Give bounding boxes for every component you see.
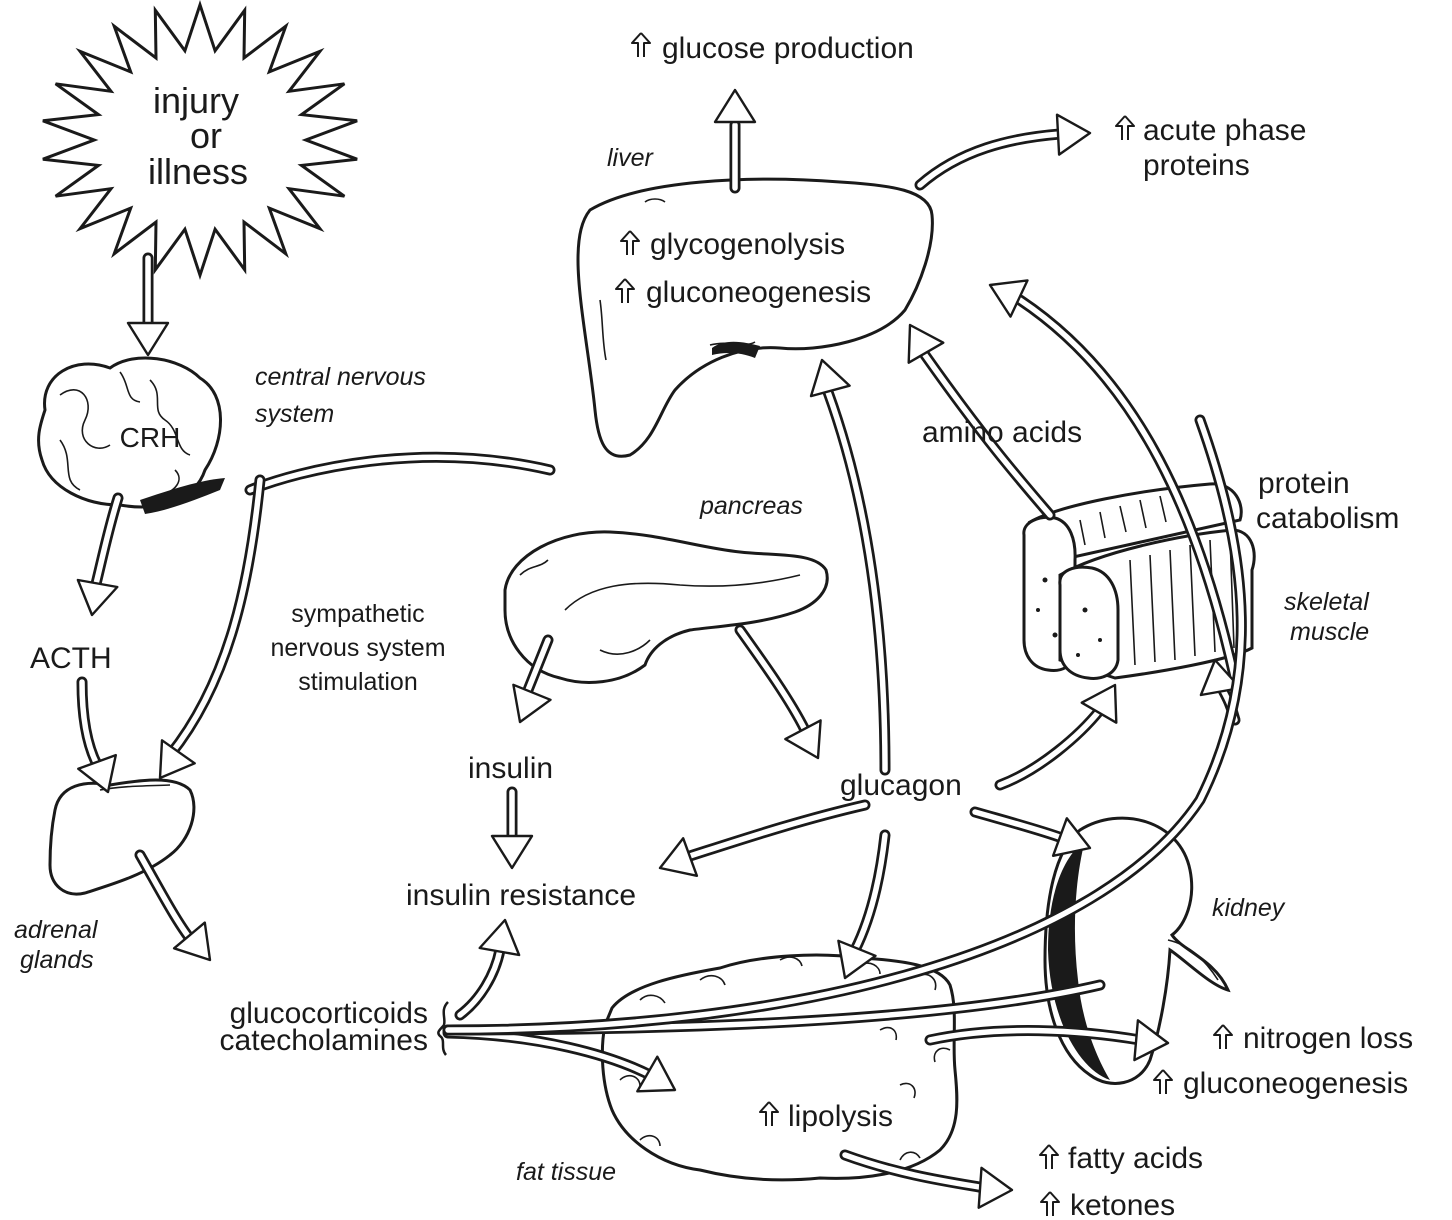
pancreas-caption: pancreas	[699, 492, 803, 520]
arrow-glucagon-to-resistance	[660, 805, 865, 876]
insulin-label: insulin	[468, 752, 553, 785]
glucagon-label: glucagon	[840, 769, 962, 802]
sns-label-line-3: stimulation	[298, 668, 418, 696]
liver-caption: liver	[607, 144, 655, 172]
lipolysis-label: lipolysis	[788, 1100, 893, 1133]
acute-phase-label-line-2: proteins	[1143, 149, 1250, 182]
arrow-insulin-to-resistance	[492, 792, 532, 868]
arrow-acth-to-adrenal	[78, 682, 116, 792]
fat-tissue-caption: fat tissue	[516, 1158, 616, 1186]
cns-caption-line-1: central nervous	[255, 363, 426, 391]
arrow-glucagon-to-muscle	[1000, 685, 1116, 785]
arrow-adrenal-to-hormones	[140, 855, 210, 960]
liver-illustration	[578, 179, 932, 456]
trigger-line-3: illness	[148, 151, 248, 192]
amino-acids-label: amino acids	[922, 416, 1082, 449]
pancreas-illustration	[505, 532, 827, 683]
arrow-injury-to-brain	[128, 258, 168, 355]
kidney-gluconeogenesis-label: gluconeogenesis	[1183, 1067, 1408, 1100]
catecholamines-label: catecholamines	[220, 1024, 428, 1057]
nitrogen-loss-up-icon	[1214, 1025, 1232, 1049]
glycogenolysis-label: glycogenolysis	[650, 228, 845, 261]
arrow-glucose-production	[715, 90, 755, 188]
cns-caption-line-2: system	[255, 400, 334, 428]
protein-catabolism-label-line-1: protein	[1258, 467, 1350, 500]
arrow-brain-to-acth	[78, 498, 118, 615]
adrenal-caption-line-1: adrenal	[14, 916, 99, 944]
insulin-resistance-label: insulin resistance	[406, 879, 636, 912]
glucose-production-label: glucose production	[662, 32, 914, 65]
skeletal-muscle-illustration	[1024, 484, 1254, 679]
crh-label: CRH	[120, 422, 181, 453]
kidney-gluconeogenesis-up-icon	[1154, 1070, 1172, 1094]
adrenal-gland-illustration	[50, 780, 194, 894]
kidney-caption: kidney	[1212, 894, 1286, 922]
acute-phase-up-icon	[1116, 116, 1134, 140]
skeletal-muscle-caption-line-2: muscle	[1290, 618, 1369, 646]
nitrogen-loss-label: nitrogen loss	[1243, 1022, 1413, 1055]
adrenal-caption-line-2: glands	[20, 946, 94, 974]
arrow-pancreas-to-glucagon	[740, 630, 821, 758]
trigger-line-2: or	[190, 115, 222, 156]
fatty-acids-label: fatty acids	[1068, 1142, 1203, 1175]
ketones-label: ketones	[1070, 1189, 1175, 1220]
arrow-hormones-to-resistance	[460, 920, 519, 1015]
arrow-glucagon-to-kidney	[975, 812, 1090, 856]
fatty-acids-up-icon	[1040, 1145, 1058, 1169]
protein-catabolism-label-line-2: catabolism	[1256, 502, 1399, 535]
acute-phase-label-line-1: acute phase	[1143, 114, 1306, 147]
sns-label-line-2: nervous system	[270, 634, 445, 662]
arrow-glucagon-to-fat	[838, 835, 885, 978]
arrow-sns-to-adrenal	[160, 480, 260, 778]
acth-label: ACTH	[30, 642, 112, 675]
ketones-up-icon	[1041, 1192, 1059, 1216]
sns-label-line-1: sympathetic	[291, 600, 424, 628]
liver-gluconeogenesis-label: gluconeogenesis	[646, 276, 871, 309]
skeletal-muscle-caption-line-1: skeletal	[1284, 588, 1370, 616]
arrow-brain-to-sns	[250, 457, 550, 490]
arrow-lipolysis-to-acids	[845, 1155, 1012, 1208]
glucose-production-up-icon	[632, 33, 650, 57]
arrow-liver-to-acute-phase	[920, 115, 1090, 185]
